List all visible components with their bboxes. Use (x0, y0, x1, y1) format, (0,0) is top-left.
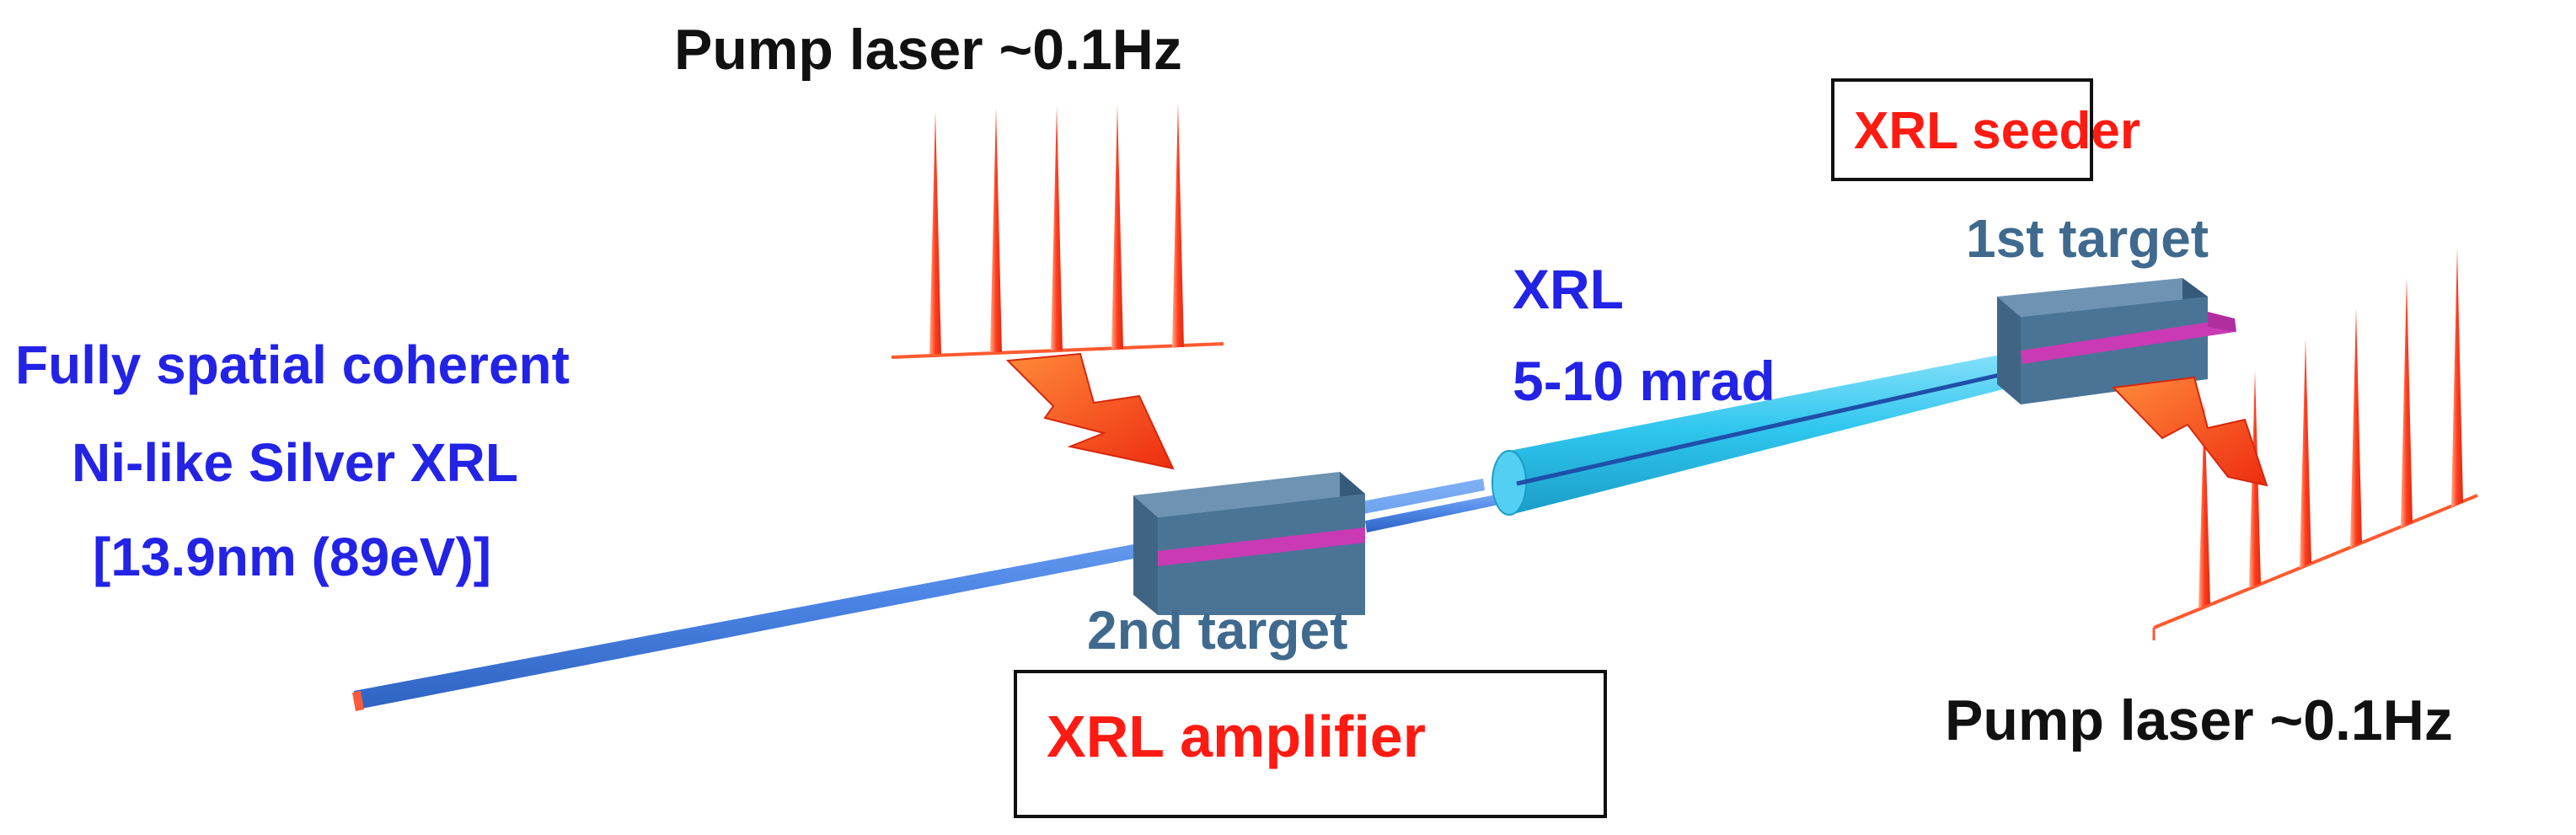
seeder-label: XRL seeder (1854, 102, 2140, 160)
first-target-label: 1st target (1966, 208, 2209, 269)
second-target-label: 2nd target (1087, 600, 1347, 661)
pulse-spike (2350, 308, 2362, 548)
pulse-spike (1111, 104, 1123, 349)
source-label-line1: Fully spatial coherent (15, 335, 570, 395)
pulse-spike (2198, 401, 2210, 608)
lightning-arrow-bottom-icon (2111, 376, 2268, 487)
pulse-spike (1172, 103, 1184, 347)
pulse-spike (990, 108, 1002, 352)
pump-laser-bottom-label: Pump laser ~0.1Hz (1945, 688, 2453, 752)
pulse-train-top-icon (891, 103, 1224, 359)
source-label-line3: [13.9nm (89eV)] (93, 527, 491, 587)
seeded-xrl-cone (1492, 345, 2057, 516)
pulse-spike (929, 111, 941, 354)
seeder-box (1831, 78, 2093, 181)
lightning-arrow-top-icon (1005, 352, 1175, 470)
pulse-spike (2451, 248, 2463, 507)
pulse-train-bottom-icon (2152, 248, 2478, 640)
pulse-spike (2401, 278, 2413, 527)
second-target (1133, 472, 1365, 615)
divergence-label: 5-10 mrad (1513, 350, 1775, 412)
xrl-label: XRL (1513, 258, 1624, 320)
interstage-beam (1365, 490, 1518, 533)
pulse-spike (1051, 106, 1063, 351)
first-target (1997, 278, 2236, 404)
pulse-spike (2300, 339, 2311, 568)
amplifier-box (1014, 670, 1607, 818)
source-label-line2: Ni-like Silver XRL (72, 432, 518, 493)
pump-laser-top-label: Pump laser ~0.1Hz (674, 18, 1182, 82)
amplifier-label: XRL amplifier (1047, 704, 1426, 769)
